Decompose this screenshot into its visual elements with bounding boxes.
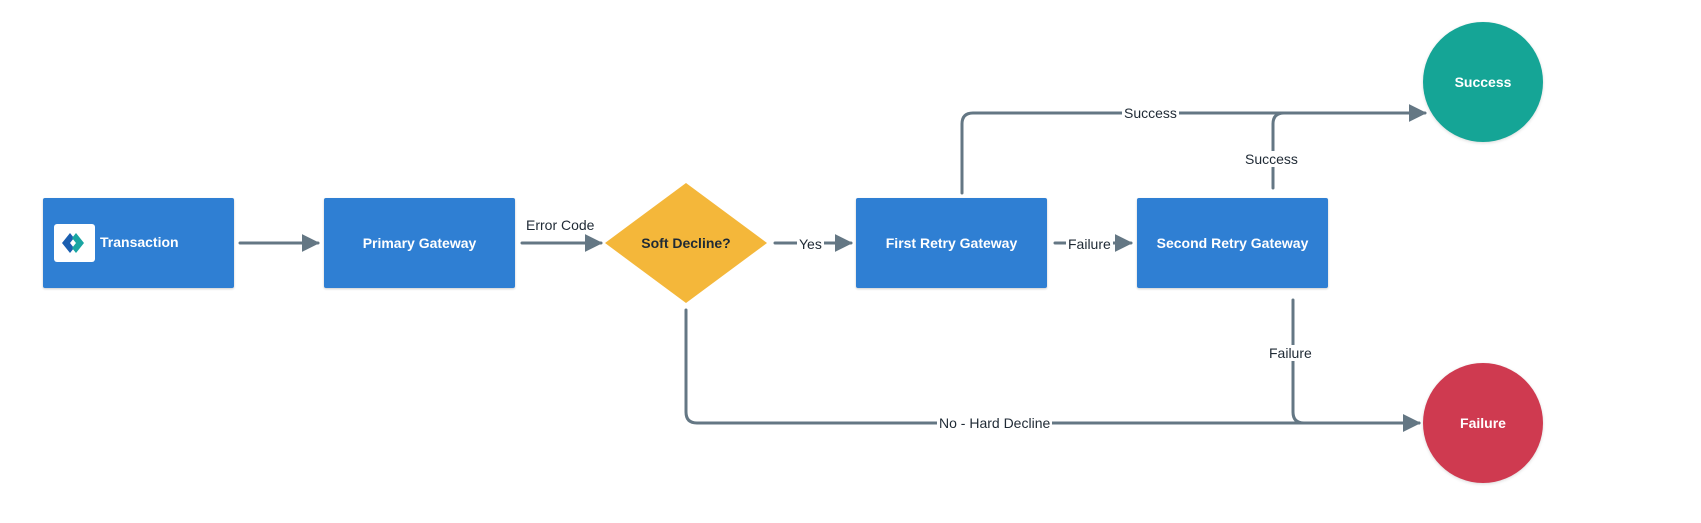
- primary-gateway-label: Primary Gateway: [362, 235, 477, 251]
- edge-label-first-success: Success: [1122, 105, 1179, 121]
- edge-label-second-failure: Failure: [1267, 345, 1314, 361]
- second-retry-gateway-label: Second Retry Gateway: [1156, 235, 1309, 251]
- edge-label-first-failure: Failure: [1066, 236, 1113, 252]
- failure-label: Failure: [1460, 415, 1506, 431]
- primary-gateway-node[interactable]: Primary Gateway: [324, 198, 515, 288]
- second-retry-gateway-node[interactable]: Second Retry Gateway: [1137, 198, 1328, 288]
- edge-second-failure: [1291, 298, 1421, 432]
- edge-label-error-code: Error Code: [524, 217, 597, 233]
- transaction-label: Transaction: [100, 234, 179, 250]
- failure-node[interactable]: Failure: [1423, 363, 1543, 483]
- success-label: Success: [1454, 74, 1512, 90]
- soft-decline-node[interactable]: [605, 183, 767, 303]
- edge-second-success: [1271, 111, 1286, 190]
- edge-first-success: [960, 104, 1427, 195]
- logo-icon: [54, 224, 95, 262]
- soft-decline-label: Soft Decline?: [641, 235, 731, 251]
- edge-label-yes: Yes: [797, 236, 824, 252]
- edge-label-hard-decline: No - Hard Decline: [937, 415, 1053, 431]
- first-retry-gateway-label: First Retry Gateway: [885, 235, 1018, 251]
- edge-hard-decline: [684, 308, 1421, 432]
- first-retry-gateway-node[interactable]: First Retry Gateway: [856, 198, 1047, 288]
- success-node[interactable]: Success: [1423, 22, 1543, 142]
- edge-label-second-success: Success: [1243, 151, 1300, 167]
